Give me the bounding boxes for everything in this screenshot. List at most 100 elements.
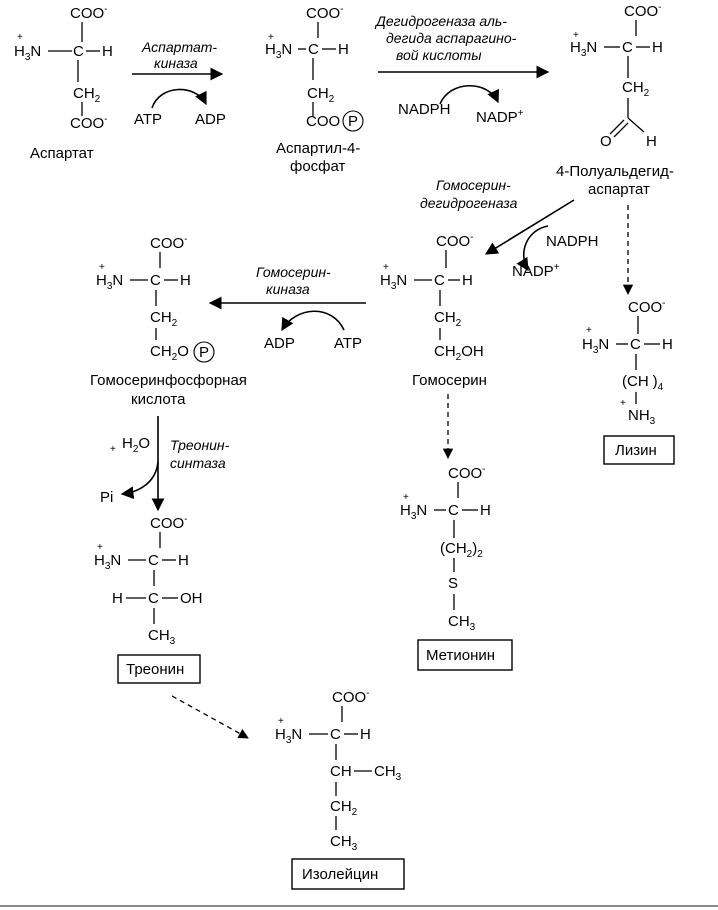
svg-text:фосфат: фосфат: [290, 158, 346, 175]
svg-text:4-Полуальдегид-: 4-Полуальдегид-: [556, 163, 674, 180]
svg-text:CH3: CH3: [448, 613, 476, 633]
box-threonine: [117, 654, 201, 684]
svg-text:CH2: CH2: [330, 798, 358, 818]
svg-text:H: H: [102, 43, 113, 60]
homoserine-phosphate-structure: COO- + H3N C H CH2 CH2O P Гомосеринфосфо…: [90, 234, 247, 408]
svg-text:H3N: H3N: [275, 726, 302, 746]
svg-text:Pi: Pi: [100, 489, 113, 506]
svg-text:COO-: COO-: [150, 234, 188, 252]
svg-text:Гомосеринфосфорная: Гомосеринфосфорная: [90, 372, 247, 389]
svg-text:киназа: киназа: [154, 55, 198, 71]
compound-label-isoleucine: Изолейцин: [302, 866, 378, 883]
svg-text:+: +: [383, 262, 389, 273]
svg-text:C: C: [148, 590, 159, 607]
svg-text:COO-: COO-: [436, 232, 474, 250]
svg-text:дегидрогеназа: дегидрогеназа: [420, 195, 518, 211]
compound-label-lysine: Лизин: [615, 442, 657, 459]
box-methionine: [417, 639, 513, 671]
svg-text:COO-: COO-: [306, 4, 344, 22]
lysine-structure: COO- + H3N C H (CH)4 + NH3 Лизин: [582, 298, 675, 465]
compound-label-threonine: Треонин: [126, 661, 184, 678]
phosphate-circle: [193, 341, 215, 363]
svg-text:дегида аспарагино-: дегида аспарагино-: [386, 30, 517, 46]
svg-text:+: +: [97, 542, 103, 553]
coo-group: COO-: [70, 4, 108, 22]
aspartate-structure: COO- + H3N C H CH2 COO- Аспартат: [14, 4, 113, 162]
svg-text:COO: COO: [306, 113, 340, 130]
svg-text:+: +: [620, 398, 626, 409]
svg-text:H3N: H3N: [570, 39, 597, 59]
svg-text:NADPH: NADPH: [398, 101, 451, 118]
svg-text:H: H: [338, 41, 349, 58]
svg-text:H3N: H3N: [582, 336, 609, 356]
svg-text:C: C: [148, 552, 159, 569]
svg-text:ATP: ATP: [334, 335, 362, 352]
svg-text:NADP+: NADP+: [512, 262, 560, 280]
svg-text:вой кислоты: вой кислоты: [396, 47, 482, 63]
svg-text:C: C: [448, 502, 459, 519]
box-isoleucine: [291, 858, 405, 890]
svg-text:CH3: CH3: [148, 627, 176, 647]
svg-text:C: C: [330, 726, 341, 743]
svg-text:+: +: [17, 32, 23, 43]
svg-text:CH2O: CH2O: [150, 343, 189, 363]
svg-text:кислота: кислота: [131, 391, 186, 408]
svg-text:аспартат: аспартат: [588, 181, 650, 198]
svg-text:ADP: ADP: [264, 335, 295, 352]
svg-text:киназа: киназа: [266, 281, 310, 297]
svg-text:CH2: CH2: [622, 79, 650, 99]
aspartyl-phosphate-structure: COO- + H3N C H CH2 COO P Аспартил-4- фос…: [265, 4, 364, 175]
svg-text:ADP: ADP: [195, 111, 226, 128]
svg-text:COO-: COO-: [448, 464, 486, 482]
phosphate-circle: [342, 110, 364, 132]
svg-text:Треонин-: Треонин-: [170, 437, 230, 453]
svg-text:OH: OH: [180, 590, 203, 607]
svg-text:Аспартат-: Аспартат-: [141, 39, 217, 55]
svg-text:+: +: [268, 32, 274, 43]
svg-text:C: C: [150, 272, 161, 289]
svg-text:S: S: [448, 575, 458, 592]
isoleucine-structure: COO- + H3N C H CH CH3 CH2 CH3 Изолейцин: [275, 688, 405, 890]
svg-text:+: +: [586, 325, 592, 336]
reaction-homoserine-dehydrogenase: Гомосерин- дегидрогеназа NADPH NADP+: [420, 177, 599, 280]
svg-text:H: H: [178, 552, 189, 569]
reaction-homoserine-kinase: Гомосерин- киназа ADP ATP: [208, 264, 366, 352]
svg-text:+: +: [110, 444, 116, 455]
compound-label-homoserine: Гомосерин: [412, 372, 487, 389]
svg-text:COO-: COO-: [628, 298, 666, 316]
svg-text:H: H: [360, 726, 371, 743]
svg-text:ATP: ATP: [134, 111, 162, 128]
svg-text:NADP+: NADP+: [476, 108, 524, 126]
svg-text:H3N: H3N: [400, 502, 427, 522]
svg-text:H: H: [180, 272, 191, 289]
svg-text:Дегидрогеназа аль-: Дегидрогеназа аль-: [374, 13, 507, 29]
methionine-structure: COO- + H3N C H (CH2)2 S CH3 Метионин: [400, 464, 513, 671]
svg-text:H3N: H3N: [380, 272, 407, 292]
svg-text:H3N: H3N: [94, 552, 121, 572]
svg-text:P: P: [199, 344, 209, 361]
svg-text:CH2: CH2: [307, 85, 335, 105]
svg-text:(CH)4: (CH)4: [622, 373, 664, 393]
compound-label-methionine: Метионин: [426, 647, 495, 664]
svg-text:H: H: [480, 502, 491, 519]
reaction-arrow: [484, 199, 575, 255]
svg-text:CH3: CH3: [330, 833, 358, 853]
svg-text:(CH2)2: (CH2)2: [440, 540, 483, 560]
svg-text:C: C: [434, 272, 445, 289]
amino-group: H3N: [14, 43, 41, 63]
svg-text:+: +: [403, 492, 409, 503]
svg-text:C: C: [73, 43, 84, 60]
svg-text:COO-: COO-: [70, 114, 108, 132]
svg-text:CH2: CH2: [150, 309, 178, 329]
svg-text:CH3: CH3: [374, 763, 402, 783]
svg-text:синтаза: синтаза: [170, 455, 226, 471]
svg-text:H: H: [646, 133, 657, 150]
svg-text:Гомосерин-: Гомосерин-: [256, 264, 331, 280]
reaction-threonine-synthase: + H2O Pi Треонин- синтаза: [100, 416, 230, 512]
svg-text:COO-: COO-: [150, 514, 188, 532]
svg-text:H3N: H3N: [265, 41, 292, 61]
svg-text:Гомосерин-: Гомосерин-: [436, 177, 511, 193]
svg-text:H: H: [652, 39, 663, 56]
svg-text:COO-: COO-: [332, 688, 370, 706]
svg-text:H: H: [112, 590, 123, 607]
